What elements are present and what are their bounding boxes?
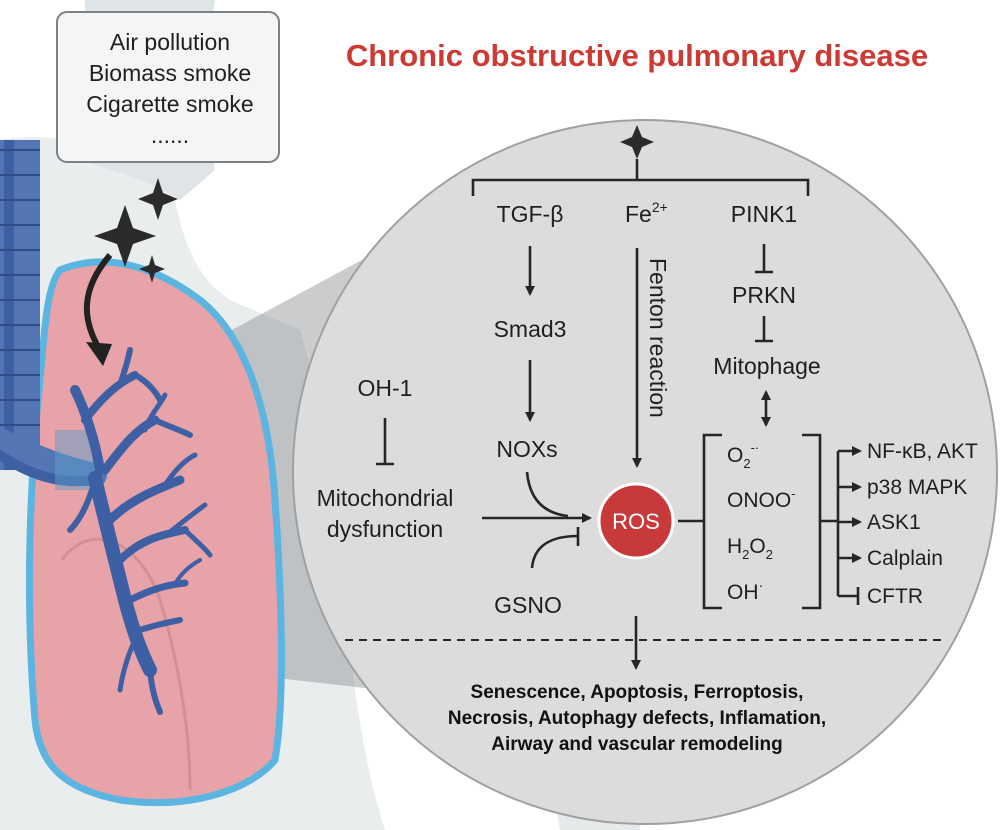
target-cftr: CFTR bbox=[867, 585, 923, 608]
peroxide-h: H bbox=[727, 535, 742, 558]
peroxide-sub2: 2 bbox=[766, 547, 773, 562]
bronchial-tree bbox=[67, 347, 213, 715]
exposure-line-4: ...... bbox=[151, 122, 189, 148]
inhalation-arrowhead bbox=[86, 342, 112, 366]
label-fenton-reaction: Fenton reaction bbox=[645, 258, 671, 418]
fe-symbol: Fe bbox=[625, 201, 652, 227]
node-fe: Fe2+ bbox=[625, 199, 668, 227]
exposure-line-2: Biomass smoke bbox=[89, 60, 251, 86]
species-superoxide: O2-· bbox=[727, 440, 759, 471]
hydroxyl-sup: · bbox=[759, 577, 764, 593]
superoxide-base: O bbox=[727, 444, 743, 467]
star-icon-medium bbox=[138, 178, 178, 220]
node-noxs: NOXs bbox=[496, 436, 557, 462]
node-mitophage: Mitophage bbox=[713, 353, 820, 379]
node-oh1: OH-1 bbox=[358, 375, 413, 401]
exposure-line-1: Air pollution bbox=[110, 29, 230, 55]
figure-title: Chronic obstructive pulmonary disease bbox=[346, 38, 928, 73]
node-gsno: GSNO bbox=[494, 592, 562, 618]
node-pink1: PINK1 bbox=[731, 201, 797, 227]
node-prkn: PRKN bbox=[732, 282, 796, 308]
target-calplain: Calplain bbox=[867, 547, 943, 570]
node-tgf-beta: TGF-β bbox=[497, 201, 564, 227]
trigger-star-icon bbox=[620, 125, 654, 159]
target-p38-mapk: p38 MAPK bbox=[867, 476, 967, 499]
target-ask1: ASK1 bbox=[867, 511, 921, 534]
exposure-line-3: Cigarette smoke bbox=[86, 91, 253, 117]
inhalation-arrow bbox=[83, 253, 113, 352]
peroxynitrite-base: ONOO bbox=[727, 489, 791, 512]
outcome-line-2: Necrosis, Autophagy defects, Inflamation… bbox=[448, 708, 826, 729]
ros-label: ROS bbox=[612, 509, 660, 534]
ros-node: ROS bbox=[597, 482, 675, 560]
node-smad3: Smad3 bbox=[494, 316, 567, 342]
species-bracket-left bbox=[702, 433, 722, 610]
peroxide-sub1: 2 bbox=[742, 547, 749, 562]
target-nfkb-akt: NF-κB, AKT bbox=[867, 440, 978, 463]
superoxide-sup: -· bbox=[751, 440, 760, 455]
species-hydrogen-peroxide: H2O2 bbox=[727, 535, 773, 562]
trachea bbox=[0, 140, 107, 490]
exposure-callout bbox=[56, 11, 280, 163]
particle-stars bbox=[94, 178, 178, 283]
zoom-circle bbox=[292, 119, 998, 825]
node-mito-line2: dysfunction bbox=[327, 516, 443, 542]
fe-charge: 2+ bbox=[652, 199, 668, 215]
trigger-bracket bbox=[471, 178, 810, 196]
peroxynitrite-sup: - bbox=[791, 486, 795, 501]
star-icon-small bbox=[139, 255, 165, 283]
outcome-line-1: Senescence, Apoptosis, Ferroptosis, bbox=[471, 682, 804, 703]
node-mito-line1: Mitochondrial bbox=[317, 485, 454, 511]
outcome-line-3: Airway and vascular remodeling bbox=[491, 734, 782, 755]
arrow-noxs-ros bbox=[525, 471, 569, 518]
peroxide-o: O bbox=[749, 535, 765, 558]
inhibit-gsno-ros bbox=[530, 534, 579, 569]
superoxide-sub: 2 bbox=[743, 456, 750, 471]
species-peroxynitrite: ONOO- bbox=[727, 486, 796, 512]
hydroxyl-base: OH bbox=[727, 581, 759, 604]
star-icon-large bbox=[94, 205, 156, 267]
species-hydroxyl: OH· bbox=[727, 577, 763, 604]
